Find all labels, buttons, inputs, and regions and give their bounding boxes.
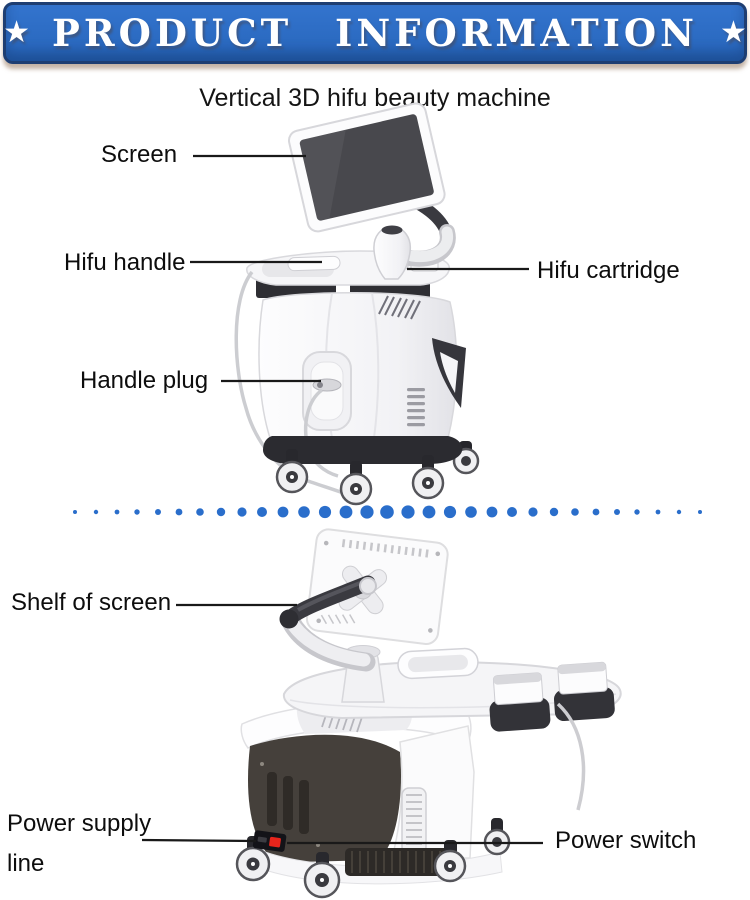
machine-front-illustration <box>234 102 480 506</box>
label-hifu-handle: Hifu handle <box>64 249 186 276</box>
label-power-switch: Power switch <box>555 827 697 854</box>
screen <box>287 102 446 233</box>
caster-wheel <box>483 818 511 856</box>
dotted-divider <box>73 505 702 519</box>
star-icon: ★ <box>3 16 31 49</box>
banner-title: PRODUCT INFORMATION <box>52 11 698 55</box>
leader-power-supply-line <box>141 838 257 843</box>
label-power-supply-line2: line <box>7 850 45 877</box>
caster-wheel <box>339 461 373 506</box>
caster-wheel <box>433 840 467 883</box>
label-screen: Screen <box>101 141 178 168</box>
label-power-supply: Power supply <box>7 810 152 837</box>
machine-body <box>258 292 458 439</box>
vent-lines <box>378 295 421 320</box>
page-title: Vertical 3D hifu beauty machine <box>199 84 551 112</box>
power-cable <box>556 702 586 811</box>
hifu-handle <box>373 225 412 280</box>
power-switch <box>252 830 287 852</box>
label-hifu-cartridge: Hifu cartridge <box>537 257 680 284</box>
caster-wheel <box>411 455 445 500</box>
caster-wheel <box>275 449 309 494</box>
header-banner: ★ PRODUCT INFORMATION ★ <box>3 2 747 64</box>
star-icon: ★ <box>719 16 747 49</box>
machine-base <box>263 436 463 464</box>
leader-lines <box>141 154 543 845</box>
label-handle-plug: Handle plug <box>80 367 209 394</box>
handle-cradle <box>397 647 479 680</box>
cartridge-holders <box>489 661 615 732</box>
screen-arm <box>279 575 377 672</box>
machine-rear-illustration <box>235 528 622 899</box>
rear-panel <box>247 734 402 862</box>
label-shelf-of-screen: Shelf of screen <box>11 589 172 616</box>
screen-back <box>305 528 449 645</box>
handle-cable <box>234 270 355 499</box>
handle-plug <box>302 351 352 431</box>
caster-wheel <box>303 852 341 899</box>
slot-vents <box>407 388 425 427</box>
caster-wheel <box>452 441 480 475</box>
